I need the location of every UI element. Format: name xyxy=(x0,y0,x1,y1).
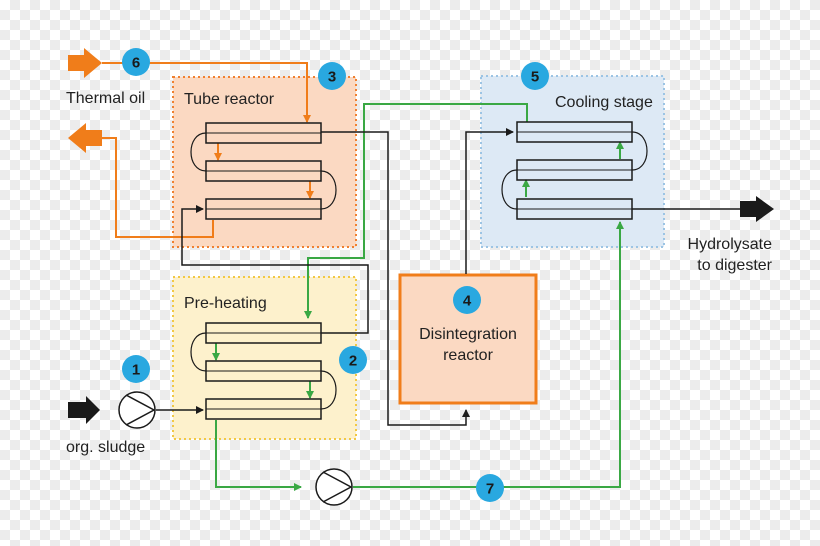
thermal-oil-in-arrow xyxy=(68,48,102,78)
tube-reactor-label: Tube reactor xyxy=(184,91,275,108)
thermal-oil-label: Thermal oil xyxy=(66,90,145,107)
disintegration-label-line1: Disintegration xyxy=(419,326,517,343)
tube-to-disintegration-line xyxy=(321,131,466,426)
green-return-line xyxy=(353,221,624,488)
thermal-oil-out-arrow xyxy=(68,123,102,153)
svg-text:3: 3 xyxy=(328,69,336,86)
svg-text:4: 4 xyxy=(463,293,472,310)
thermal-oil-outlet-line xyxy=(102,137,214,238)
hydrolysate-label-line1: Hydrolysate xyxy=(688,236,773,253)
svg-text:2: 2 xyxy=(349,353,357,370)
hydrolysate-outlet-arrow xyxy=(740,196,774,222)
disintegration-label-line2: reactor xyxy=(443,347,493,364)
pre-heating-label: Pre-heating xyxy=(184,295,267,312)
badge-2: 2 xyxy=(339,346,367,374)
tube-reactor-exchanger xyxy=(190,122,337,220)
svg-text:6: 6 xyxy=(132,55,140,72)
badge-5: 5 xyxy=(521,62,549,90)
svg-text:1: 1 xyxy=(132,362,140,379)
cooling-stage-exchanger xyxy=(501,121,648,220)
disintegration-to-cooling-line xyxy=(465,128,514,274)
badge-7: 7 xyxy=(476,474,504,502)
sludge-inlet-arrow xyxy=(68,396,100,424)
recirculation-pump-icon xyxy=(315,468,353,506)
sludge-pump-icon xyxy=(118,391,156,429)
svg-text:5: 5 xyxy=(531,69,539,86)
preheat-to-tube-line xyxy=(181,205,369,334)
thermal-oil-inlet-line xyxy=(102,62,311,123)
svg-text:7: 7 xyxy=(486,481,494,498)
badge-6: 6 xyxy=(122,48,150,76)
org-sludge-label: org. sludge xyxy=(66,439,145,456)
badge-3: 3 xyxy=(318,62,346,90)
green-recirculation-line xyxy=(215,420,302,491)
hydrolysate-label-line2: to digester xyxy=(697,257,772,274)
badge-4: 4 xyxy=(453,286,481,314)
green-heat-recovery-line xyxy=(304,103,528,319)
pre-heating-exchanger xyxy=(190,322,337,420)
cooling-stage-label: Cooling stage xyxy=(555,94,653,111)
badge-1: 1 xyxy=(122,355,150,383)
